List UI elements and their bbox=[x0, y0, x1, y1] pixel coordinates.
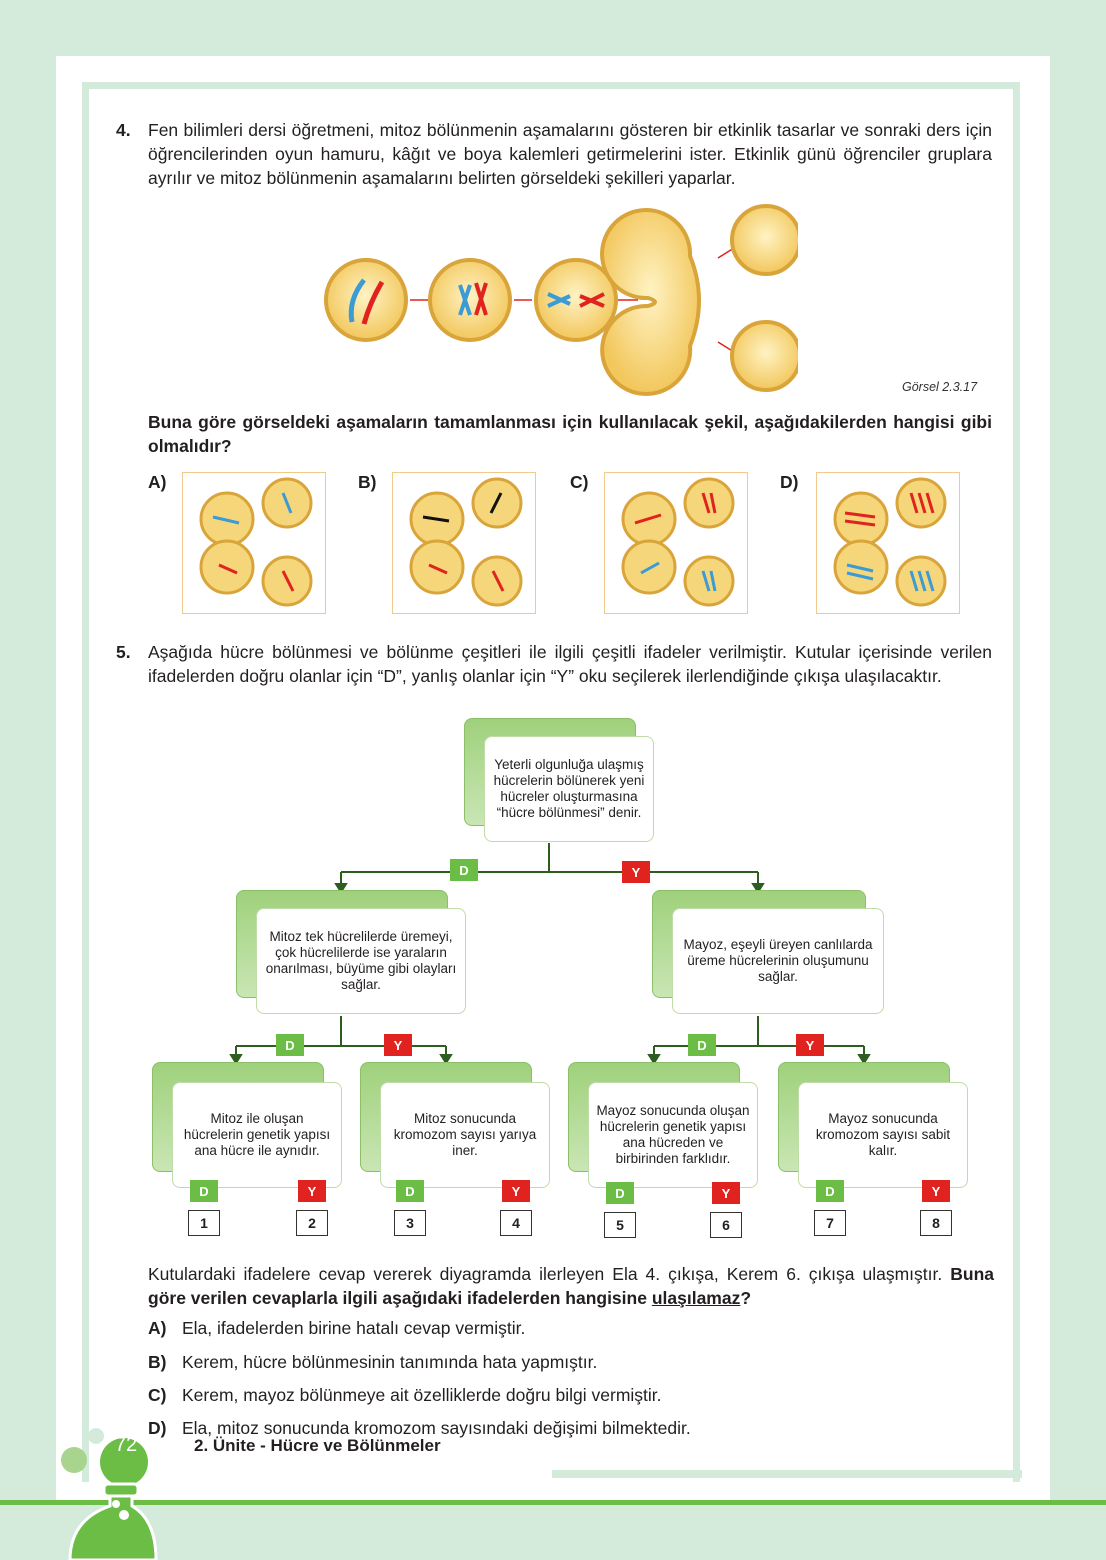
answer-a[interactable]: A) Ela, ifadelerden birine hatalı cevap v… bbox=[148, 1316, 525, 1340]
exit3-d-tag: D bbox=[396, 1180, 424, 1202]
page-number: 72 bbox=[114, 1433, 138, 1456]
exit6-y-tag: Y bbox=[712, 1182, 740, 1204]
answer-c-label: C) bbox=[148, 1385, 167, 1405]
q5-question-bold: Buna göre verilen cevaplarla ilgili aşağ… bbox=[148, 1264, 994, 1308]
q5-question-underlined: ulaşılamaz bbox=[651, 1288, 741, 1308]
figure-caption: Görsel 2.3.17 bbox=[902, 380, 978, 394]
answer-d[interactable]: D) Ela, mitoz sonucunda kromozom sayısınd… bbox=[148, 1416, 691, 1440]
q4-number: 4. bbox=[116, 120, 131, 140]
right-y-tag: Y bbox=[796, 1034, 824, 1056]
exit-6: 6 bbox=[710, 1212, 742, 1238]
answer-d-label: D) bbox=[148, 1418, 167, 1438]
flow-lr-box: Mitoz sonucunda kromozom sayısı yarıya i… bbox=[380, 1082, 550, 1188]
exit-4: 4 bbox=[500, 1210, 532, 1236]
exit-2: 2 bbox=[296, 1210, 328, 1236]
q4-text: Fen bilimleri dersi öğretmeni, mitoz böl… bbox=[148, 120, 992, 188]
footer-rule bbox=[552, 1470, 1022, 1478]
q5-number: 5. bbox=[116, 642, 131, 662]
answer-b-label: B) bbox=[148, 1352, 167, 1372]
exit-1: 1 bbox=[188, 1210, 220, 1236]
daughter-cell-bottom bbox=[730, 320, 798, 392]
exit1-d-tag: D bbox=[190, 1180, 218, 1202]
answer-a-text: Ela, ifadelerden birine hatalı cevap ver… bbox=[182, 1318, 526, 1338]
q5-text: Aşağıda hücre bölünmesi ve bölünme çeşit… bbox=[148, 642, 992, 686]
option-d-figure[interactable] bbox=[816, 472, 960, 614]
flow-left-box: Mitoz tek hücrelilerde üremeyi, çok hücr… bbox=[256, 908, 466, 1014]
flow-root-box: Yeterli olgunluğa ulaşmış hücrelerin böl… bbox=[484, 736, 654, 842]
flow-ll-box: Mitoz ile oluşan hücrelerin genetik yapı… bbox=[172, 1082, 342, 1188]
mitosis-stages-figure bbox=[324, 204, 798, 396]
unit-title: 2. Ünite - Hücre ve Bölünmeler bbox=[194, 1436, 441, 1455]
left-d-tag: D bbox=[276, 1034, 304, 1056]
cell-metaphase bbox=[428, 258, 512, 342]
option-b-figure[interactable] bbox=[392, 472, 536, 614]
option-a-figure[interactable] bbox=[182, 472, 326, 614]
exit2-y-tag: Y bbox=[298, 1180, 326, 1202]
answer-d-text: Ela, mitoz sonucunda kromozom sayısındak… bbox=[182, 1418, 691, 1438]
daughter-cell-top bbox=[730, 204, 798, 276]
left-y-tag: Y bbox=[384, 1034, 412, 1056]
exit-7: 7 bbox=[814, 1210, 846, 1236]
right-d-tag: D bbox=[688, 1034, 716, 1056]
option-b-label[interactable]: B) bbox=[358, 472, 377, 492]
footer-bar bbox=[0, 1500, 1106, 1505]
page-frame bbox=[82, 82, 1020, 1482]
answer-b[interactable]: B) Kerem, hücre bölünmesinin tanımında ha… bbox=[148, 1350, 597, 1374]
flow-right-box: Mayoz, eşeyli üreyen canlılarda üreme hü… bbox=[672, 908, 884, 1014]
q5-question: Kutulardaki ifadelere cevap vererek diya… bbox=[148, 1262, 994, 1310]
answer-a-label: A) bbox=[148, 1318, 167, 1338]
option-c-label[interactable]: C) bbox=[570, 472, 589, 492]
cell-telophase bbox=[600, 208, 701, 396]
answer-b-text: Kerem, hücre bölünmesinin tanımında hata… bbox=[182, 1352, 598, 1372]
cell-prophase bbox=[324, 258, 408, 342]
exit4-y-tag: Y bbox=[502, 1180, 530, 1202]
exit-8: 8 bbox=[920, 1210, 952, 1236]
exit-5: 5 bbox=[604, 1212, 636, 1238]
q5-lead: Kutulardaki ifadelere cevap vererek diya… bbox=[148, 1264, 943, 1284]
cell-anaphase bbox=[534, 258, 618, 342]
answer-c[interactable]: C) Kerem, mayoz bölünmeye ait özelliklerd… bbox=[148, 1383, 662, 1407]
exit7-d-tag: D bbox=[816, 1180, 844, 1202]
option-d-label[interactable]: D) bbox=[780, 472, 799, 492]
root-d-tag: D bbox=[450, 859, 478, 881]
root-y-tag: Y bbox=[622, 861, 650, 883]
option-c-figure[interactable] bbox=[604, 472, 748, 614]
q5-question-mark: ? bbox=[740, 1288, 752, 1308]
q4-question: Buna göre görseldeki aşamaların tamamlan… bbox=[148, 412, 992, 456]
flask-icon bbox=[61, 1428, 158, 1560]
exit-3: 3 bbox=[394, 1210, 426, 1236]
exit5-d-tag: D bbox=[606, 1182, 634, 1204]
flow-rl-box: Mayoz sonucunda oluşan hücrelerin geneti… bbox=[588, 1082, 758, 1188]
exit8-y-tag: Y bbox=[922, 1180, 950, 1202]
answer-c-text: Kerem, mayoz bölünmeye ait özelliklerde … bbox=[182, 1385, 662, 1405]
flow-rr-box: Mayoz sonucunda kromozom sayısı sabit ka… bbox=[798, 1082, 968, 1188]
option-a-label[interactable]: A) bbox=[148, 472, 167, 492]
